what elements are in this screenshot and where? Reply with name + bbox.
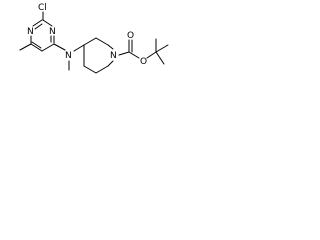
atom-cl: Cl [38,3,47,13]
atom-piperidine-n: N [110,51,117,61]
bond-pip-c3-c2 [95,37,109,46]
bond-tbu-me-right [155,44,169,53]
bond-c4-amine [53,43,66,51]
bond-tbu-me-down [155,51,165,65]
bond-ester-o-tbu [146,51,157,59]
atom-ring-n-top: N [49,27,56,37]
molecule-diagram: Cl N N N N O O [0,0,188,99]
atom-carbonyl-o: O [127,31,134,41]
bond-c6-methyl [19,43,32,51]
atom-ring-n-left: N [27,27,34,37]
bond-pip-c2-n [107,44,114,50]
bond-n1-c2-double [34,23,43,30]
bond-carbonyl-ester-o [128,51,140,59]
bond-pip-n-carbonyl [118,51,130,56]
bond-c2-n3 [42,19,53,27]
bond-pip-n-c6 [107,60,114,67]
bond-pip-c5-c4 [83,65,97,74]
structure-svg: Cl N N N N O O [19,3,169,74]
bond-n1-c2 [32,19,43,27]
bond-c4-c5 [41,43,55,52]
bond-amine-pip-c4 [73,44,85,52]
bond-pip-c4-c3 [83,37,97,46]
atom-ester-o: O [140,57,147,67]
bond-c5-c6-double [31,41,42,49]
atom-amine-n: N [65,51,72,61]
bond-c5-c6 [30,43,43,52]
bond-pip-c6-c5 [95,65,109,74]
